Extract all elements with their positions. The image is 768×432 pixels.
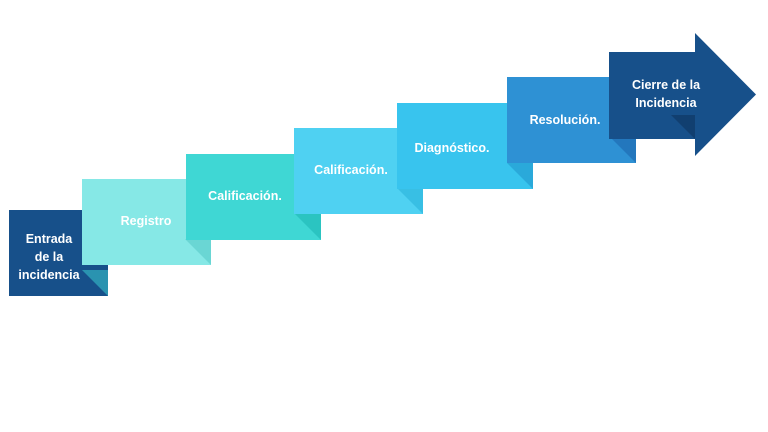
step-label: Resolución. <box>530 113 601 127</box>
step-fold <box>671 115 695 139</box>
step-label: Entrada <box>26 232 74 246</box>
step-label: Incidencia <box>635 96 697 110</box>
step-label: Registro <box>121 214 172 228</box>
step-fold <box>610 137 636 163</box>
step-fold <box>507 163 533 189</box>
step-fold <box>82 270 108 296</box>
step-fold <box>397 188 423 214</box>
step-label: de la <box>35 250 65 264</box>
process-step-7: Cierre de la Incidencia <box>609 33 756 156</box>
step-label: Calificación. <box>208 189 282 203</box>
step-label: Diagnóstico. <box>414 141 489 155</box>
step-label: Calificación. <box>314 163 388 177</box>
final-arrow <box>609 33 756 156</box>
step-label: incidencia <box>18 268 80 282</box>
step-fold <box>185 239 211 265</box>
step-label: Cierre de la <box>632 78 701 92</box>
step-fold <box>295 214 321 240</box>
